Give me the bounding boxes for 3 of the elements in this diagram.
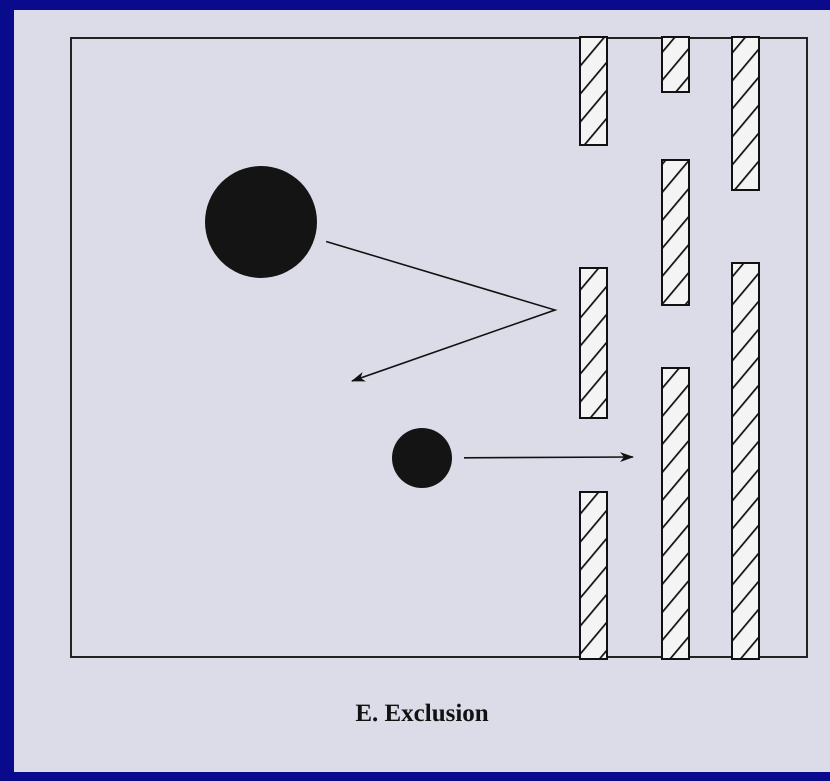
arrow <box>326 240 558 382</box>
caption: E. Exclusion <box>354 700 490 728</box>
arrow <box>464 452 634 462</box>
